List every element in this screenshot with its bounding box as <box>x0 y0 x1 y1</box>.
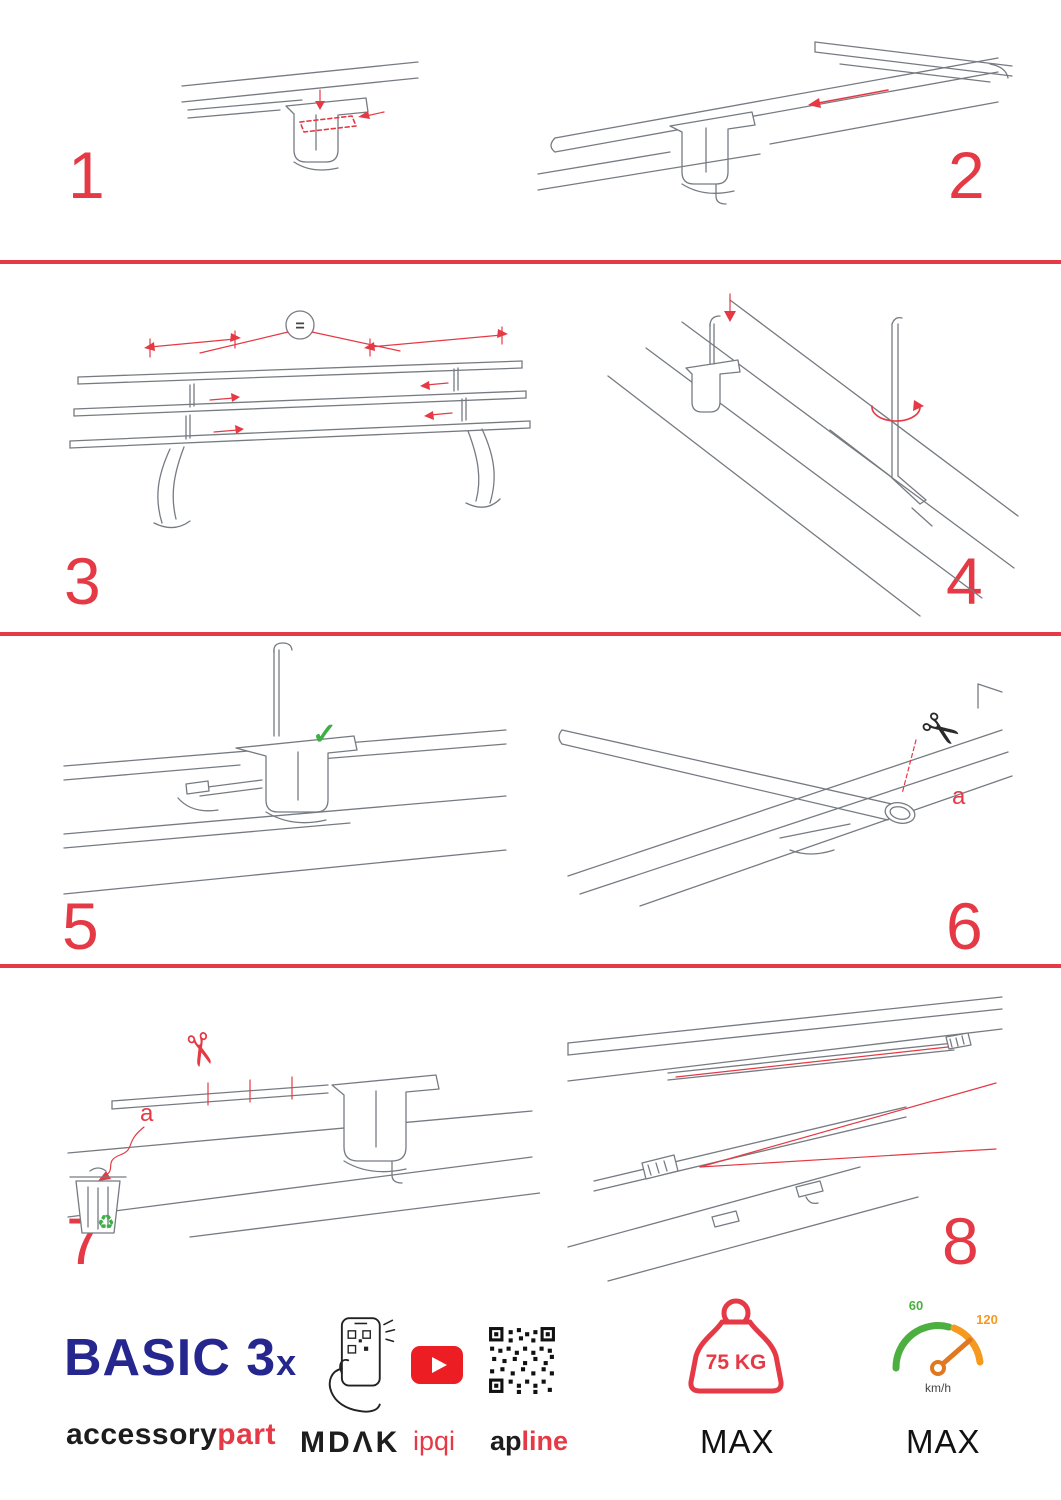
divider-3 <box>0 964 1061 968</box>
scissors-red-icon: ✂ <box>171 1026 228 1074</box>
divider-1 <box>0 260 1061 264</box>
step-5-number: 5 <box>62 889 99 963</box>
step-2-illustration <box>520 24 1020 224</box>
step-5-illustration: ✓ <box>50 638 520 908</box>
logo-mdak: MDΛK <box>300 1426 401 1459</box>
brand-sub-black: accessory <box>66 1418 218 1451</box>
logo-apline: apline <box>490 1428 568 1455</box>
step-6-illustration: ✂ a <box>550 668 1020 908</box>
step-4-drawing <box>607 293 1019 617</box>
step-8-number: 8 <box>942 1204 979 1278</box>
divider-2 <box>0 632 1061 636</box>
weight-max-label: MAX <box>700 1423 775 1460</box>
logo-apline-black: ap <box>490 1426 522 1456</box>
cut-label-a: a <box>952 783 966 810</box>
brand-name: BASIC 3 <box>64 1329 277 1387</box>
speedometer-icon: 60 120 km/h <box>876 1294 1000 1402</box>
speed-high-label: 120 <box>976 1312 998 1327</box>
youtube-icon <box>410 1346 464 1384</box>
weight-value: 75 KG <box>706 1351 767 1374</box>
logo-apline-red: line <box>521 1426 569 1456</box>
check-icon: ✓ <box>312 718 337 751</box>
step-7-drawing: ✂ a ♻ <box>67 1026 540 1238</box>
speed-unit-label: km/h <box>925 1381 951 1395</box>
speed-max-label: MAX <box>906 1423 981 1460</box>
strip-label-a: a <box>140 1100 154 1127</box>
speed-low-label: 60 <box>909 1298 923 1313</box>
step-7-illustration: ✂ a ♻ <box>40 985 540 1240</box>
equals-label: = <box>295 318 304 335</box>
step-4-illustration <box>590 280 1020 620</box>
step-8-illustration <box>550 985 1020 1285</box>
step-2-number: 2 <box>948 138 985 212</box>
step-1-number: 1 <box>68 138 105 212</box>
step-4-number: 4 <box>946 544 983 618</box>
brand-suffix: x <box>276 1342 297 1383</box>
brand-subtitle: accessorypart <box>66 1420 276 1450</box>
brand-sub-red: part <box>217 1418 276 1451</box>
qr-code <box>488 1326 556 1394</box>
phone-qr-icon <box>312 1314 397 1414</box>
step-2-drawing <box>537 41 1013 205</box>
recycle-icon: ♻ <box>97 1212 115 1234</box>
logo-ipqi: ipqi <box>413 1426 456 1456</box>
brand-logo: BASIC 3x <box>64 1332 296 1384</box>
step-6-drawing: ✂ a <box>558 683 1013 907</box>
weight-icon: 75 KG <box>670 1296 802 1408</box>
step-1-illustration <box>170 48 430 233</box>
scissors-icon: ✂ <box>910 698 971 763</box>
step-3-number: 3 <box>64 544 101 618</box>
step-8-drawing <box>567 996 1003 1282</box>
step-3-drawing: = <box>69 310 531 529</box>
step-5-drawing: ✓ <box>63 642 507 895</box>
step-3-illustration: = <box>50 285 550 535</box>
step-6-number: 6 <box>946 889 983 963</box>
step-1-drawing <box>181 61 419 171</box>
